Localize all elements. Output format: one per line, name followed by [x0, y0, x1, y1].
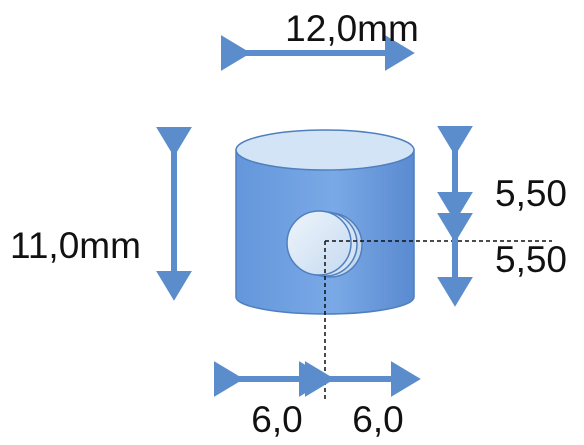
right-half-label: 6,0: [352, 399, 403, 440]
lower-half-label: 5,50: [495, 239, 567, 280]
upper-half-label: 5,50: [495, 173, 567, 214]
height-label: 11,0mm: [10, 225, 141, 266]
width-label: 12,0mm: [285, 8, 419, 49]
left-half-label: 6,0: [251, 399, 302, 440]
cylinder-top: [235, 129, 415, 171]
disc-front: [286, 210, 352, 276]
